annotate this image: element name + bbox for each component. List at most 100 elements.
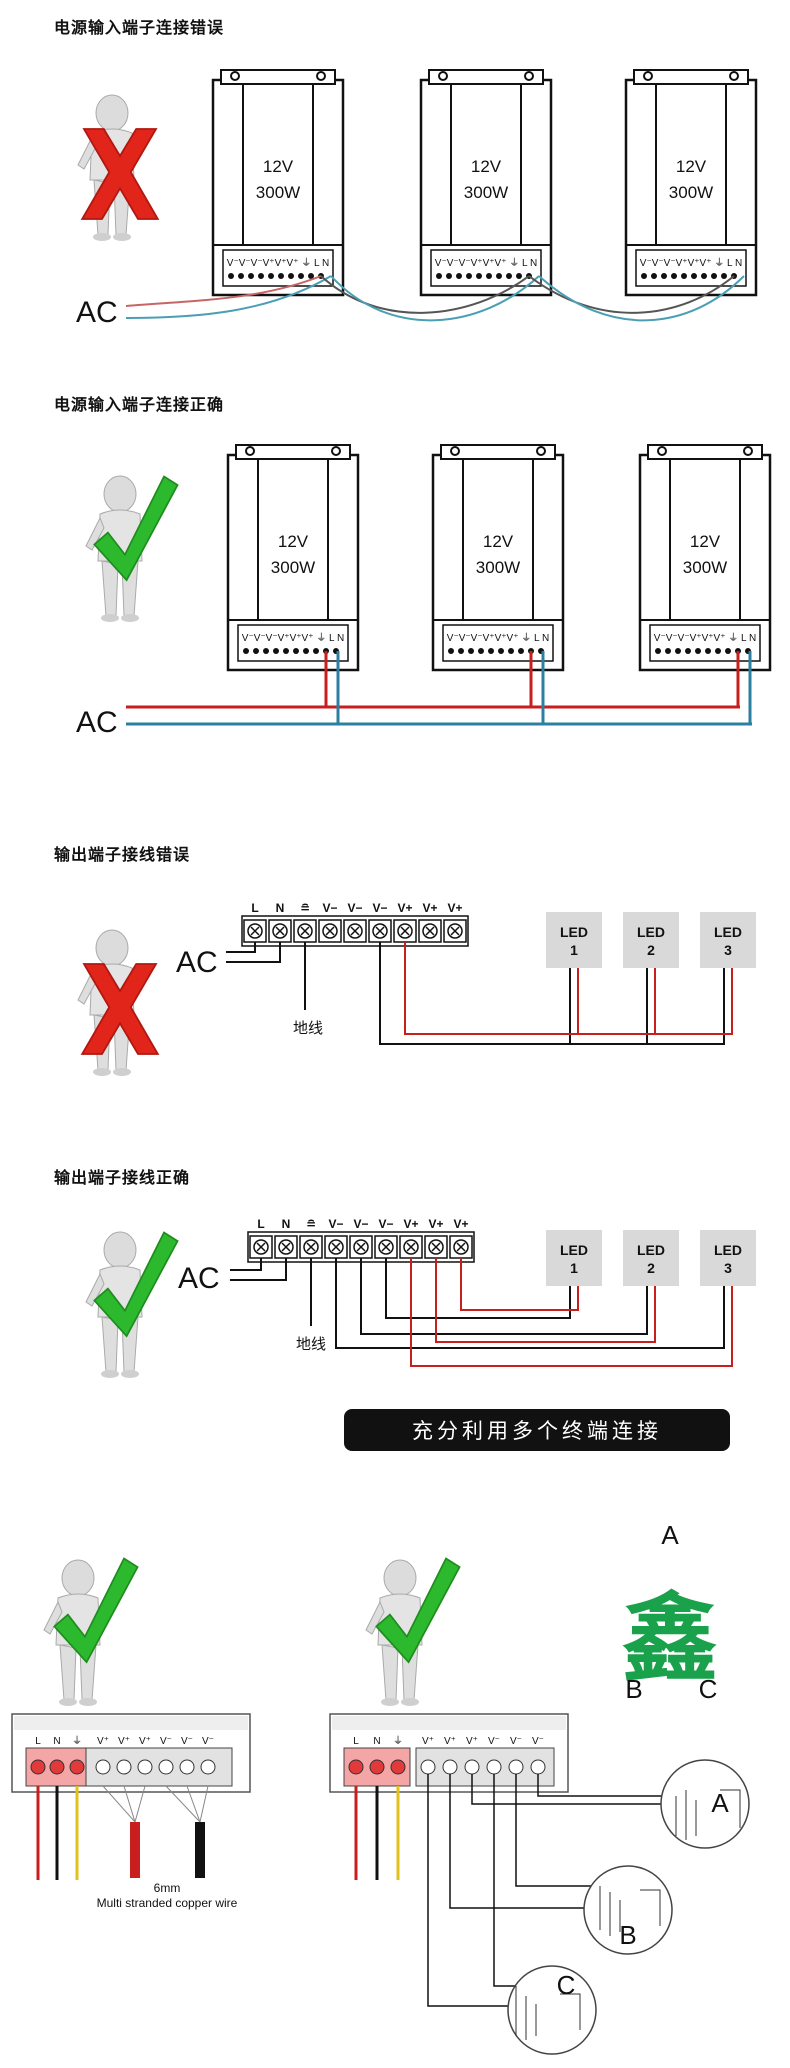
psu-1b-power: 300W [464, 183, 508, 202]
man-wrong-2 [77, 929, 159, 1077]
psu-1a-strip: V⁻V⁻V⁻V⁺V⁺V⁺ ⏚ L N [227, 257, 329, 269]
led1-num-1: 1 [570, 942, 578, 958]
bl-v2: V⁺ [118, 1736, 130, 1747]
term-v3-1: V− [372, 901, 387, 915]
term-v1-2: V− [328, 1217, 343, 1231]
br-v2: V⁺ [444, 1736, 456, 1747]
led1-num-2: 1 [570, 1260, 578, 1276]
br-N: N [373, 1736, 380, 1747]
man-right-4 [365, 1557, 461, 1707]
term-v2-2: V− [353, 1217, 368, 1231]
logo-label-a: A [661, 1520, 679, 1550]
ac-label-3: AC [176, 946, 218, 979]
bl-v4: V⁻ [160, 1736, 172, 1747]
term-v4-2: V+ [403, 1217, 418, 1231]
led-row-1 [546, 912, 756, 968]
psu-1a-power: 300W [256, 183, 300, 202]
term-v1-1: V− [322, 901, 337, 915]
bl-v1: V⁺ [97, 1736, 109, 1747]
psu-2b-strip: V⁻V⁻V⁻V⁺V⁺V⁺ ⏚ L N [447, 632, 549, 644]
ac-label-4: AC [178, 1262, 220, 1295]
man-right-1 [85, 475, 179, 623]
psu-1c-voltage: 12V [676, 157, 707, 176]
br-L: L [353, 1736, 359, 1747]
term-ground-1: ≘ [300, 901, 310, 915]
br-v1: V⁺ [422, 1736, 434, 1747]
term-v6-1: V+ [447, 901, 462, 915]
bl-L: L [35, 1736, 41, 1747]
led2-num-1: 2 [647, 942, 655, 958]
psu-2b-power: 300W [476, 558, 520, 577]
psu-1a-voltage: 12V [263, 157, 294, 176]
led2-label-2: LED [637, 1242, 665, 1258]
led2-label-1: LED [637, 924, 665, 940]
term-v3-2: V− [378, 1217, 393, 1231]
heading-output-right: 输出端子接线正确 [54, 1168, 191, 1187]
multi-terminal-banner: 充分利用多个终端连接 [344, 1409, 730, 1451]
br-v6: V⁻ [532, 1736, 544, 1747]
psu-1b-strip: V⁻V⁻V⁻V⁺V⁺V⁺ ⏚ L N [435, 257, 537, 269]
term-L-2: L [257, 1217, 264, 1231]
group-c-label: C [557, 1970, 576, 2000]
terminal-block-2 [249, 1235, 473, 1259]
heading-input-wrong: 电源输入端子连接错误 [54, 18, 225, 37]
logo-label-b: B [625, 1674, 642, 1704]
br-v4: V⁻ [488, 1736, 500, 1747]
term-v4-1: V+ [397, 901, 412, 915]
br-G: ⏚ [393, 1735, 403, 1747]
heading-output-wrong: 输出端子接线错误 [54, 845, 191, 864]
term-v5-2: V+ [428, 1217, 443, 1231]
heading-input-right: 电源输入端子连接正确 [54, 395, 225, 414]
wire-size: 6mm [154, 1881, 181, 1895]
psu-2c-voltage: 12V [690, 532, 721, 551]
led3-num-2: 3 [724, 1260, 732, 1276]
ground-label-1: 地线 [293, 1020, 323, 1037]
terminal-strip-left: L N ⏚ V⁺ V⁺ V⁺ V⁻ V⁻ V⁻ 6mm Multi strand… [11, 1713, 251, 1910]
man-right-2 [85, 1231, 179, 1379]
bl-v6: V⁻ [202, 1736, 214, 1747]
led3-label-2: LED [714, 1242, 742, 1258]
ground-label-2: 地线 [296, 1336, 326, 1353]
led2-num-2: 2 [647, 1260, 655, 1276]
terminal-block-1 [243, 919, 467, 943]
group-circle-c: C [507, 1965, 597, 2055]
terminal-strip-right: L N ⏚ V⁺ V⁺ V⁺ V⁻ V⁻ V⁻ [329, 1713, 676, 2007]
group-circle-a: A [660, 1759, 750, 1849]
xin-glyph: 鑫 [622, 1586, 718, 1693]
bl-G: ⏚ [72, 1735, 82, 1747]
psu-2c-power: 300W [683, 558, 727, 577]
ac-label-2: AC [76, 706, 118, 739]
bl-N: N [53, 1736, 60, 1747]
led-row-2 [546, 1230, 756, 1286]
term-L-1: L [251, 901, 258, 915]
psu-2a-voltage: 12V [278, 532, 309, 551]
psu-2b-voltage: 12V [483, 532, 514, 551]
psu-1c-strip: V⁻V⁻V⁻V⁺V⁺V⁺ ⏚ L N [640, 257, 742, 269]
group-a-label: A [711, 1788, 729, 1818]
psu-1c-power: 300W [669, 183, 713, 202]
term-N-2: N [282, 1217, 291, 1231]
br-v3: V⁺ [466, 1736, 478, 1747]
term-v5-1: V+ [422, 901, 437, 915]
xin-logo: A 鑫 B C [622, 1520, 718, 1704]
wire-desc: Multi stranded copper wire [97, 1896, 238, 1910]
led3-label-1: LED [714, 924, 742, 940]
logo-label-c: C [699, 1674, 718, 1704]
man-wrong-1 [77, 94, 159, 242]
psu-2a-strip: V⁻V⁻V⁻V⁺V⁺V⁺ ⏚ L N [242, 632, 344, 644]
term-v6-2: V+ [453, 1217, 468, 1231]
led1-label-1: LED [560, 924, 588, 940]
led1-label-2: LED [560, 1242, 588, 1258]
psu-2c-strip: V⁻V⁻V⁻V⁺V⁺V⁺ ⏚ L N [654, 632, 756, 644]
br-v5: V⁻ [510, 1736, 522, 1747]
term-N-1: N [276, 901, 285, 915]
man-right-3 [43, 1557, 139, 1707]
led3-num-1: 3 [724, 942, 732, 958]
bl-v3: V⁺ [139, 1736, 151, 1747]
ac-label-1: AC [76, 296, 118, 329]
psu-1b-voltage: 12V [471, 157, 502, 176]
term-ground-2: ≘ [306, 1217, 316, 1231]
psu-2a-power: 300W [271, 558, 315, 577]
group-circle-b: B [583, 1865, 673, 1955]
